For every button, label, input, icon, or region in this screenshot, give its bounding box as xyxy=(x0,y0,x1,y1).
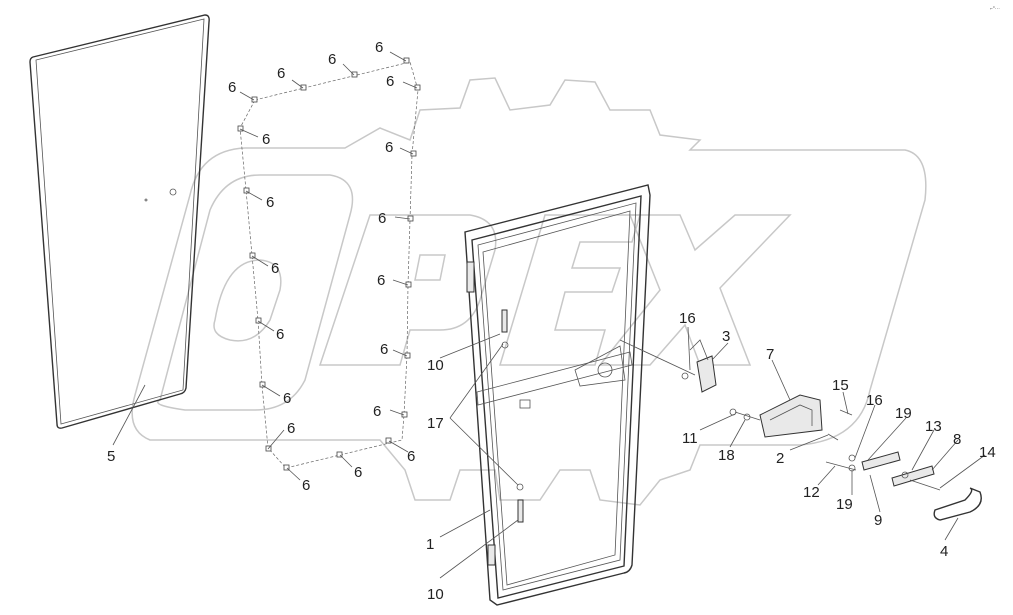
label-3: 3 xyxy=(722,328,730,345)
label-16: 16 xyxy=(679,310,696,327)
label-6: 6 xyxy=(375,39,383,56)
label-18: 18 xyxy=(718,447,735,464)
label-6: 6 xyxy=(386,73,394,90)
label-14: 14 xyxy=(979,444,996,461)
label-19: 19 xyxy=(836,496,853,513)
label-1: 1 xyxy=(426,536,434,553)
label-6: 6 xyxy=(328,51,336,68)
corner-mark: ⌐°··· xyxy=(990,6,1000,12)
label-6: 6 xyxy=(373,403,381,420)
label-7: 7 xyxy=(766,346,774,363)
label-10: 10 xyxy=(427,357,444,374)
glass-panel xyxy=(29,14,210,429)
label-17: 17 xyxy=(427,415,444,432)
label-13: 13 xyxy=(925,418,942,435)
label-6: 6 xyxy=(276,326,284,343)
label-6: 6 xyxy=(262,131,270,148)
leader-lines xyxy=(112,326,986,579)
label-5: 5 xyxy=(107,448,115,465)
label-6: 6 xyxy=(283,390,291,407)
label-4: 4 xyxy=(940,543,948,560)
label-6: 6 xyxy=(277,65,285,82)
label-9: 9 xyxy=(874,512,882,529)
outer-housing xyxy=(729,394,823,438)
label-15: 15 xyxy=(832,377,849,394)
label-6: 6 xyxy=(377,272,385,289)
label-6: 6 xyxy=(407,448,415,465)
label-6: 6 xyxy=(378,210,386,227)
label-6: 6 xyxy=(302,477,310,494)
seal-clips xyxy=(237,51,421,481)
label-6: 6 xyxy=(385,139,393,156)
label-8: 8 xyxy=(953,431,961,448)
door-frame xyxy=(464,184,651,606)
label-6: 6 xyxy=(380,341,388,358)
label-2: 2 xyxy=(776,450,784,467)
label-16: 16 xyxy=(866,392,883,409)
label-19: 19 xyxy=(895,405,912,422)
watermark-logo xyxy=(131,77,927,506)
handle-assembly xyxy=(825,409,982,521)
label-6: 6 xyxy=(266,194,274,211)
label-6: 6 xyxy=(271,260,279,277)
label-6: 6 xyxy=(287,420,295,437)
part-labels: ⌐°··· 6 6 6 6 6 6 6 6 6 6 6 6 6 6 6 6 6 … xyxy=(107,6,1000,603)
label-6: 6 xyxy=(228,79,236,96)
lock-assembly xyxy=(619,339,717,393)
label-12: 12 xyxy=(803,484,820,501)
label-11: 11 xyxy=(682,430,698,447)
label-6: 6 xyxy=(354,464,362,481)
label-10: 10 xyxy=(427,586,444,603)
